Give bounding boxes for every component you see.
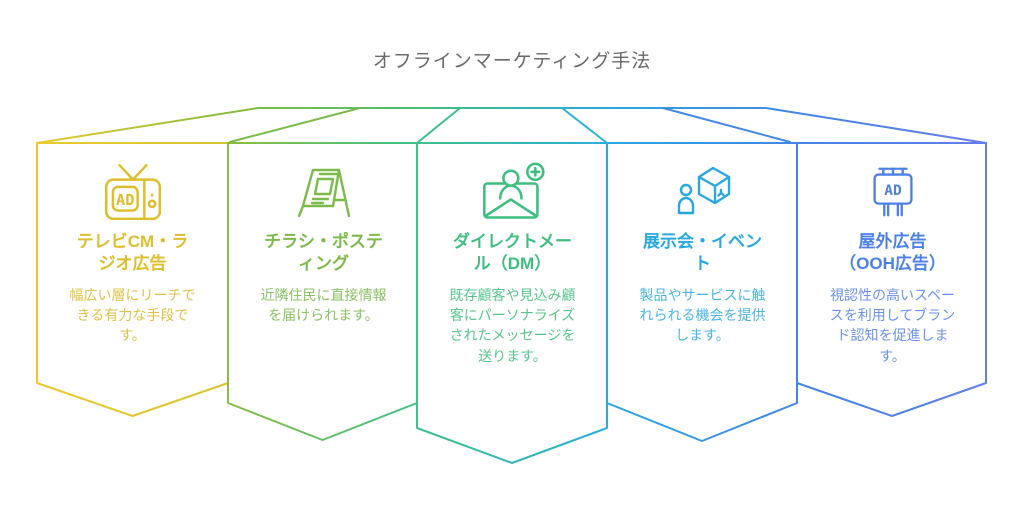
svg-text:AD: AD: [115, 191, 134, 209]
tv-ad-icon: AD: [49, 160, 216, 224]
ridge-line: [36, 107, 987, 144]
card-description-direct-mail: 既存顧客や見込み顧 客にパーソナライズ されたメッセージを 送ります。: [449, 286, 576, 364]
page-title: オフラインマーケティング手法: [372, 51, 652, 72]
card-exhibition-event: 展示会・イベン ト 製品やサービスに触 れられる機会を提供 します。: [607, 160, 798, 346]
card-description-tv-radio-ads: 幅広い層にリーチで きる有力な手段で す。: [69, 286, 196, 344]
card-description-flyer-posting: 近隣住民に直接情報 を届けられます。: [260, 286, 387, 324]
card-title-flyer-posting: チラシ・ポステ ィング: [264, 232, 383, 274]
card-direct-mail: ダイレクトメー ル（DM） 既存顧客や見込み顧 客にパーソナライズ されたメッセ…: [417, 160, 608, 366]
svg-text:AD: AD: [884, 183, 902, 199]
banner-shape-dm: [416, 142, 608, 464]
card-title-exhibition-event: 展示会・イベン ト: [643, 232, 762, 274]
fold-line-1-2: [229, 107, 361, 143]
fold-line-4-5: [662, 107, 791, 143]
card-title-direct-mail: ダイレクトメー ル（DM）: [453, 232, 572, 274]
fold-line-3-4: [561, 107, 608, 144]
card-title-tv-radio-ads: テレビCM・ラ ジオ広告: [76, 232, 189, 274]
person-cube-icon: [619, 160, 786, 224]
card-ooh-ads: AD 屋外広告 （OOH広告） 視認性の高いスペー スを利用してブラン ド認知を…: [797, 160, 988, 366]
banner-shape-tv-radio: [36, 142, 229, 417]
card-tv-radio-ads: AD テレビCM・ラ ジオ広告 幅広い層にリーチで きる有力な手段で す。: [37, 160, 228, 346]
fold-line-2-3: [416, 107, 461, 144]
card-description-exhibition-event: 製品やサービスに触 れられる機会を提供 します。: [639, 286, 766, 344]
card-description-ooh-ads: 視認性の高いスペー スを利用してブラン ド認知を促進しま す。: [829, 286, 956, 364]
banner-shape-flyer: [227, 142, 418, 441]
mail-person-icon: [429, 160, 596, 224]
a-frame-sign-icon: [240, 160, 407, 224]
billboard-icon: AD: [809, 160, 976, 224]
card-flyer-posting: チラシ・ポステ ィング 近隣住民に直接情報 を届けられます。: [228, 160, 419, 325]
card-title-ooh-ads: 屋外広告 （OOH広告）: [839, 232, 946, 274]
